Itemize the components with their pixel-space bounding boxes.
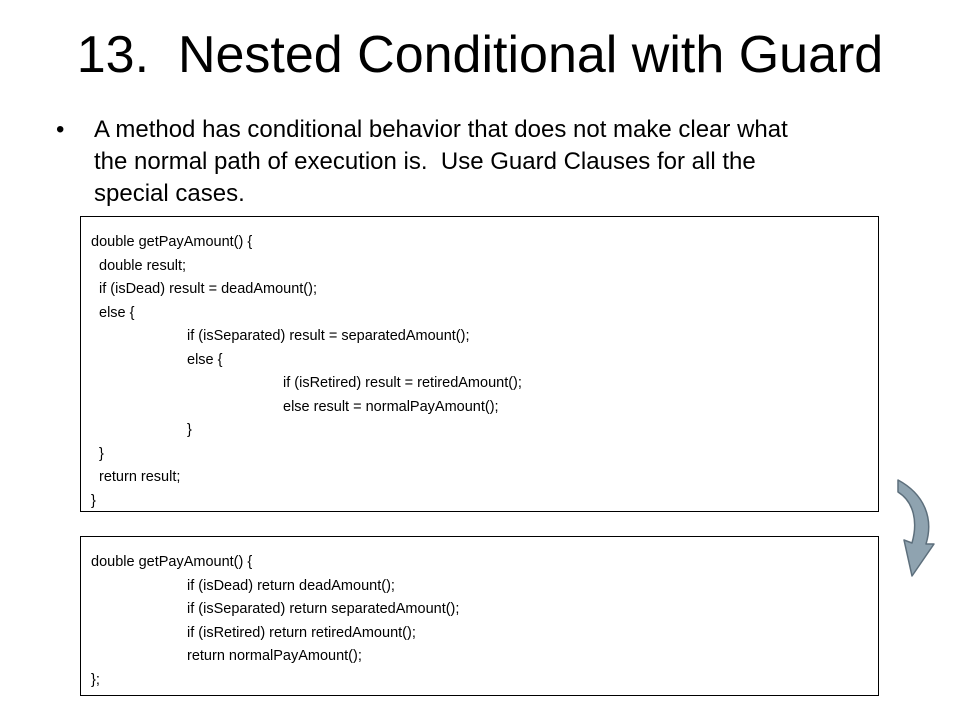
- code-line: else result = normalPayAmount();: [283, 398, 499, 415]
- code-line: if (isRetired) result = retiredAmount();: [283, 375, 522, 391]
- code-line: if (isSeparated) return separatedAmount(…: [187, 601, 460, 617]
- code-line: }: [99, 445, 104, 462]
- code-line: }: [91, 492, 96, 509]
- code-line: else {: [187, 351, 223, 368]
- curved-down-arrow-icon: [897, 479, 935, 577]
- bullet-text-line: the normal path of execution is. Use Gua…: [94, 148, 756, 175]
- bullet-text: A method has conditional behavior that d…: [94, 114, 896, 210]
- code-line: return result;: [99, 469, 181, 485]
- code-line: if (isRetired) return retiredAmount();: [187, 624, 416, 641]
- slide-title: 13. Nested Conditional with Guard: [76, 26, 884, 84]
- bullet-text-line: A method has conditional behavior that d…: [94, 116, 788, 143]
- code-box-after: double getPayAmount() { if (isDead) retur…: [80, 536, 879, 696]
- code-line: };: [91, 671, 100, 688]
- code-line: if (isDead) return deadAmount();: [187, 577, 395, 594]
- code-line: double result;: [99, 257, 187, 274]
- code-line: else {: [99, 304, 135, 321]
- code-box-before: double getPayAmount() { double result; if …: [80, 216, 879, 512]
- code-line: double getPayAmount() {: [91, 234, 253, 250]
- code-line: double getPayAmount() {: [91, 554, 253, 570]
- code-line: }: [187, 422, 192, 438]
- bullet-text-line: special cases.: [94, 180, 245, 207]
- bullet-point: • A method has conditional behavior that…: [56, 114, 896, 210]
- code-line: if (isSeparated) result = separatedAmoun…: [187, 328, 470, 344]
- code-line: if (isDead) result = deadAmount();: [99, 281, 317, 297]
- bullet-marker: •: [56, 116, 65, 143]
- code-line: return normalPayAmount();: [187, 648, 362, 664]
